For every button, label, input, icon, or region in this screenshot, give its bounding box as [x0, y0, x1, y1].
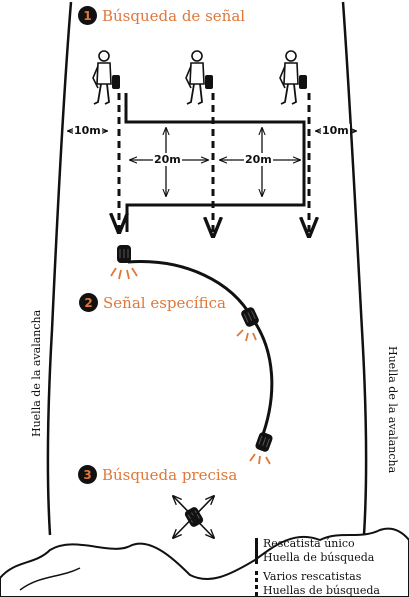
step-1-text: Búsqueda de señal	[102, 7, 245, 25]
beacon-icon	[237, 306, 260, 341]
dimension-label-gap-left: 20m	[153, 153, 182, 166]
legend-multiple: Varios rescatistas Huellas de búsqueda	[255, 570, 380, 597]
step-2-number: 2	[79, 293, 98, 312]
left-track-boundary	[48, 2, 71, 535]
legend: Rescatista único Huella de búsqueda	[255, 537, 374, 565]
avalanche-track-label-right: Huella de la avalancha	[386, 346, 399, 473]
legend-multiple-rescuers: Varios rescatistas Huellas de búsqueda	[255, 570, 380, 597]
rescuer-center-icon	[186, 51, 213, 104]
dimension-label-right: 10m	[321, 124, 350, 137]
step-1-label: 1 Búsqueda de señal	[78, 6, 245, 25]
step-2-label: 2 Señal específica	[79, 293, 226, 312]
step-3-number: 3	[78, 465, 97, 484]
dimension-label-gap-right: 20m	[244, 153, 273, 166]
rescuer-right-icon	[280, 51, 307, 104]
legend-single-line2: Huella de búsqueda	[263, 551, 374, 565]
beacon-icon	[250, 431, 274, 464]
signal-approach-path	[128, 262, 272, 440]
step-1-number: 1	[78, 6, 97, 25]
step-2-text: Señal específica	[103, 294, 226, 312]
dashed-line-swatch	[255, 571, 258, 597]
dimension-label-left: 10m	[73, 124, 102, 137]
legend-multiple-line1: Varios rescatistas	[263, 570, 380, 584]
legend-single-rescuer: Rescatista único Huella de búsqueda	[255, 537, 374, 565]
rescuer-left-icon	[93, 51, 120, 104]
step-3-text: Búsqueda precisa	[102, 466, 237, 484]
right-track-boundary	[343, 2, 366, 535]
legend-multiple-line2: Huellas de búsqueda	[263, 584, 380, 597]
step-3-label: 3 Búsqueda precisa	[78, 465, 237, 484]
legend-single-line1: Rescatista único	[263, 537, 374, 551]
avalanche-track-label-left: Huella de la avalancha	[30, 310, 43, 437]
solid-line-swatch	[255, 538, 258, 564]
